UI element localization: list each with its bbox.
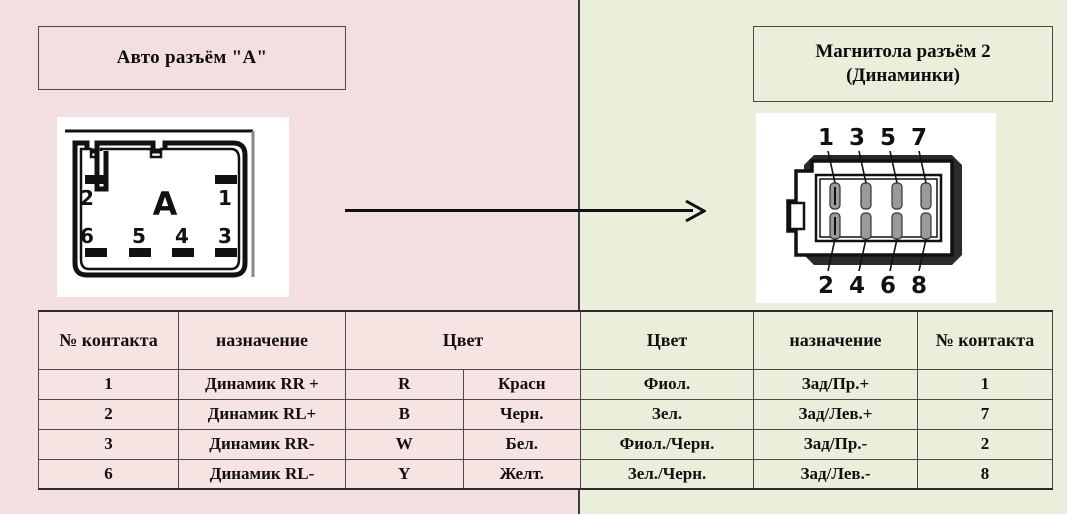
cell-right-color: Зел. [580, 398, 754, 430]
cell-color-name: Желт. [462, 458, 581, 490]
cell-left-function: Динамик RR + [178, 368, 346, 400]
left-connector-title-text: Авто разъём "A" [116, 47, 268, 69]
auto-connector-a-drawing: 2 1 6 5 4 3 A [57, 117, 289, 297]
cell-right-pin: 1 [917, 368, 1053, 400]
left-connector-title-box: Авто разъём "A" [38, 26, 346, 90]
cell-right-function: Зад/Пр.+ [753, 368, 918, 400]
cell-left-function: Динамик RR- [178, 428, 346, 460]
table-header-row: № контакта назначение Цвет Цвет назначен… [38, 310, 1053, 370]
pin-number-5: 5 [132, 224, 146, 248]
pin-number-7: 7 [911, 125, 927, 151]
right-connector-title-line2: (Динаминки) [846, 65, 960, 86]
cell-right-function: Зад/Лев.+ [753, 398, 918, 430]
pin-number-1: 1 [218, 186, 232, 210]
pin-number-8: 8 [911, 273, 927, 299]
left-connector-image: 2 1 6 5 4 3 A [57, 117, 289, 297]
cell-color-name: Бел. [462, 428, 581, 460]
cell-left-function: Динамик RL- [178, 458, 346, 490]
pin-number-4: 4 [849, 273, 865, 299]
cell-color-code: R [345, 368, 464, 400]
right-connector-title-line1: Магнитола разъём 2 [815, 41, 991, 63]
cell-right-pin: 2 [917, 428, 1053, 460]
header-right-color: Цвет [580, 310, 754, 370]
cell-left-pin: 1 [38, 368, 179, 400]
cell-color-code: W [345, 428, 464, 460]
table-row: 3 Динамик RR- W Бел. Фиол./Черн. Зад/Пр.… [38, 428, 1053, 460]
cell-right-color: Зел./Черн. [580, 458, 754, 490]
cell-color-code: Y [345, 458, 464, 490]
pin-number-2: 2 [818, 273, 834, 299]
cell-color-code: B [345, 398, 464, 430]
cell-color-name: Красн [462, 368, 581, 400]
connector-letter-a: A [153, 185, 178, 223]
pin-number-6: 6 [880, 273, 896, 299]
header-left-color: Цвет [345, 310, 581, 370]
cell-right-function: Зад/Лев.- [753, 458, 918, 490]
radio-connector-2-drawing: 1 3 5 7 2 4 6 8 [756, 113, 996, 303]
cell-right-color: Фиол./Черн. [580, 428, 754, 460]
cell-right-color: Фиол. [580, 368, 754, 400]
header-right-pin: № контакта [917, 310, 1053, 370]
right-connector-image: 1 3 5 7 2 4 6 8 [756, 113, 996, 303]
cell-left-function: Динамик RL+ [178, 398, 346, 430]
cell-right-pin: 8 [917, 458, 1053, 490]
maps-to-arrow-head [685, 199, 706, 223]
header-left-function: назначение [178, 310, 346, 370]
cell-left-pin: 6 [38, 458, 179, 490]
pin-number-3: 3 [849, 125, 865, 151]
header-left-pin: № контакта [38, 310, 179, 370]
panel-divider [578, 0, 580, 514]
cell-left-pin: 2 [38, 398, 179, 430]
maps-to-arrow-line [345, 209, 693, 212]
pin-number-1: 1 [818, 125, 834, 151]
table-row: 1 Динамик RR + R Красн Фиол. Зад/Пр.+ 1 [38, 368, 1053, 400]
pin-number-3: 3 [218, 224, 232, 248]
pin-number-5: 5 [880, 125, 896, 151]
header-right-function: назначение [753, 310, 918, 370]
cell-right-pin: 7 [917, 398, 1053, 430]
cell-right-function: Зад/Пр.- [753, 428, 918, 460]
pin-mapping-table: № контакта назначение Цвет Цвет назначен… [38, 310, 1053, 490]
table-row: 6 Динамик RL- Y Желт. Зел./Черн. Зад/Лев… [38, 458, 1053, 490]
pin-number-6: 6 [80, 224, 94, 248]
table-body: 1 Динамик RR + R Красн Фиол. Зад/Пр.+ 1 … [38, 368, 1053, 490]
pin-number-2: 2 [80, 186, 94, 210]
cell-color-name: Черн. [462, 398, 581, 430]
table-row: 2 Динамик RL+ B Черн. Зел. Зад/Лев.+ 7 [38, 398, 1053, 430]
right-connector-title-box: Магнитола разъём 2 (Динаминки) [753, 26, 1053, 102]
cell-left-pin: 3 [38, 428, 179, 460]
pin-number-4: 4 [175, 224, 189, 248]
